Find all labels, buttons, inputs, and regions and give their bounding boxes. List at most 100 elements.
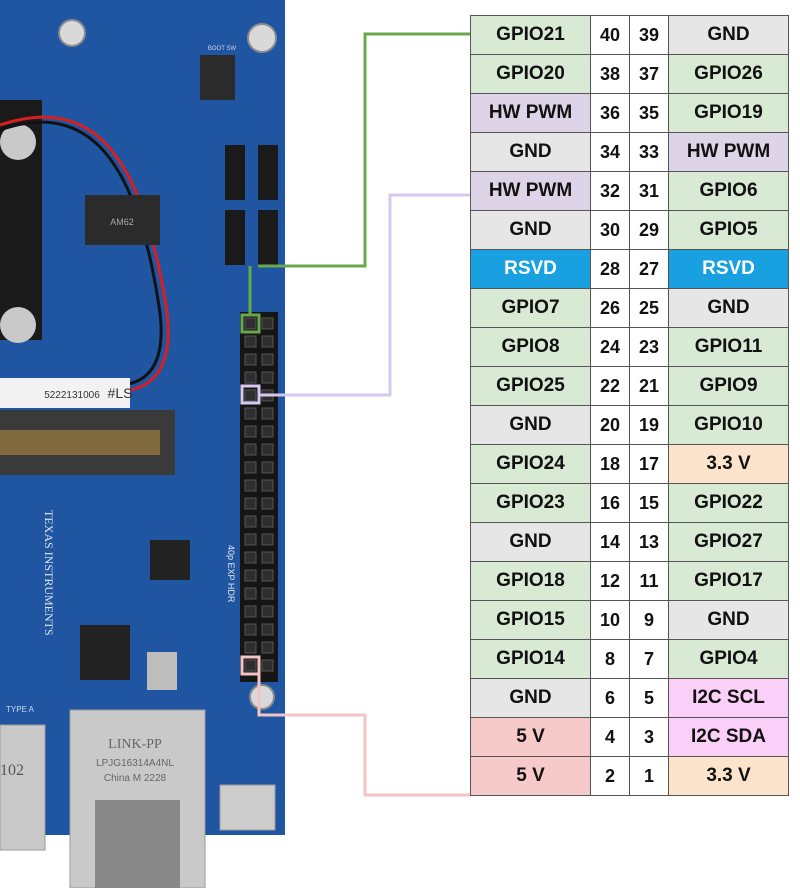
pin-label-right: 3.3 V: [668, 444, 789, 484]
header-pin: [244, 353, 257, 366]
header-pin: [244, 371, 257, 384]
pin-number-right: 17: [629, 444, 669, 484]
pin-label-right: GPIO22: [668, 483, 789, 523]
pin-label-left: 5 V: [470, 756, 591, 796]
header-pin: [261, 335, 274, 348]
header-pin: [244, 461, 257, 474]
pin-label-right: I2C SDA: [668, 717, 789, 757]
pin-label-left: GND: [470, 678, 591, 718]
pin-number-left: 26: [590, 288, 630, 328]
pin-number-left: 30: [590, 210, 630, 250]
pin-number-right: 25: [629, 288, 669, 328]
pin-label-left: 5 V: [470, 717, 591, 757]
mounting-hole: [247, 23, 277, 53]
fan-cable: [0, 120, 163, 387]
header-pin: [244, 641, 257, 654]
pin-number-left: 16: [590, 483, 630, 523]
mounting-hole: [249, 684, 275, 710]
header-pin: [261, 551, 274, 564]
pin-label-left: GND: [470, 210, 591, 250]
pin-label-right: 3.3 V: [668, 756, 789, 796]
header-pin: [244, 587, 257, 600]
pin-number-left: 18: [590, 444, 630, 484]
usb-number: 102: [0, 762, 24, 779]
pin-label-right: GPIO6: [668, 171, 789, 211]
pin-label-left: GPIO25: [470, 366, 591, 406]
header-pin: [261, 587, 274, 600]
pin-number-left: 32: [590, 171, 630, 211]
header-pin: [244, 623, 257, 636]
pin-label-right: GPIO19: [668, 93, 789, 133]
sd-slot-inner: [0, 430, 160, 455]
jumper-header: [258, 145, 278, 200]
pin-number-right: 23: [629, 327, 669, 367]
pin-number-right: 5: [629, 678, 669, 718]
usb-port: [0, 724, 46, 851]
brand-text: TEXAS INSTRUMENTS: [42, 510, 56, 636]
usb-label: TYPE A: [6, 705, 35, 714]
header-pin: [261, 353, 274, 366]
pin-number-right: 27: [629, 249, 669, 289]
header-pin: [244, 479, 257, 492]
pin-label-left: GPIO24: [470, 444, 591, 484]
header-pin: [261, 569, 274, 582]
header-silkscreen: 40p EXP HDR: [226, 545, 236, 603]
mounting-hole: [58, 19, 86, 47]
pin-label-left: GPIO8: [470, 327, 591, 367]
pin-number-right: 3: [629, 717, 669, 757]
pin-label-right: GPIO27: [668, 522, 789, 562]
header-pin: [261, 443, 274, 456]
header-pin: [261, 533, 274, 546]
pin-label-left: GPIO15: [470, 600, 591, 640]
pin-label-right: RSVD: [668, 249, 789, 289]
pin-number-left: 4: [590, 717, 630, 757]
pin-number-left: 40: [590, 15, 630, 55]
header-pin: [244, 389, 257, 402]
pin-number-left: 28: [590, 249, 630, 289]
header-pin: [261, 605, 274, 618]
pin-number-left: 22: [590, 366, 630, 406]
header-pin: [244, 569, 257, 582]
pin-number-right: 11: [629, 561, 669, 601]
hash-label: #LS: [108, 385, 133, 401]
ethernet-origin: China M 2228: [104, 773, 167, 784]
fan-screw: [0, 124, 36, 160]
pin-label-left: GND: [470, 132, 591, 172]
pin-number-right: 33: [629, 132, 669, 172]
micro-usb-port: [219, 784, 276, 831]
pin-number-right: 7: [629, 639, 669, 679]
pin-label-right: GND: [668, 288, 789, 328]
header-pin: [261, 317, 274, 330]
pin-number-left: 20: [590, 405, 630, 445]
pin-number-right: 9: [629, 600, 669, 640]
pin-number-right: 37: [629, 54, 669, 94]
pin-label-right: GPIO9: [668, 366, 789, 406]
ic-chip: [80, 625, 130, 680]
pin-label-right: GPIO17: [668, 561, 789, 601]
pin-label-right: I2C SCL: [668, 678, 789, 718]
boot-sw-label: BOOT SW: [208, 46, 237, 52]
header-pin: [261, 659, 274, 672]
ic-chip: [150, 540, 190, 580]
pin-number-right: 35: [629, 93, 669, 133]
header-pin: [244, 659, 257, 672]
pin-label-left: GND: [470, 522, 591, 562]
pin-label-left: GPIO18: [470, 561, 591, 601]
pin-label-left: GPIO14: [470, 639, 591, 679]
pin-number-left: 38: [590, 54, 630, 94]
header-pin: [244, 533, 257, 546]
pin-label-right: HW PWM: [668, 132, 789, 172]
pin-number-left: 2: [590, 756, 630, 796]
ethernet-port: [95, 800, 180, 888]
pin-label-right: GND: [668, 15, 789, 55]
